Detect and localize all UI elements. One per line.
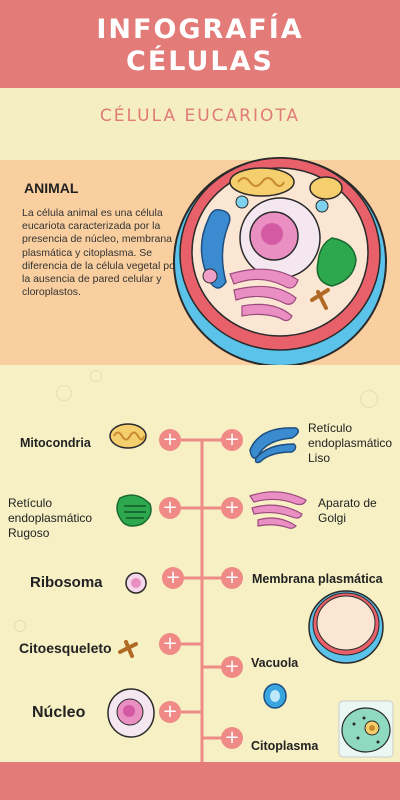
plus-button-mitocondria[interactable]: + [159,429,181,451]
plus-button-ribosoma[interactable]: + [162,567,184,589]
golgi-icon [249,491,307,529]
animal-cell-illustration [173,157,387,367]
cytoplasm-icon [338,700,394,758]
plus-button-golgi[interactable]: + [221,497,243,519]
bubble-decoration [90,370,102,382]
plus-button-reticulo-rugoso[interactable]: + [159,497,181,519]
vacuole-icon [263,683,287,709]
ribosome-icon [125,572,147,594]
plasma-membrane-icon [308,590,384,664]
label-reticulo-liso: Retículo endoplasmático Liso [308,421,393,465]
label-mitocondria: Mitocondria [20,436,91,450]
bubble-decoration [56,385,72,401]
plus-button-citoplasma[interactable]: + [221,727,243,749]
title-line-2: CÉLULAS [126,46,274,77]
footer-banner [0,762,400,800]
plus-button-citoesqueleto[interactable]: + [159,633,181,655]
label-citoesqueleto: Citoesqueleto [19,640,112,656]
label-nucleo: Núcleo [32,704,86,721]
plus-button-nucleo[interactable]: + [159,701,181,723]
header-banner [0,0,400,88]
organelles-section [0,365,400,762]
animal-description: La célula animal es una célula eucariota… [22,207,179,299]
plus-button-membrana[interactable]: + [221,567,243,589]
label-vacuola: Vacuola [251,656,299,670]
bubble-decoration [14,620,26,632]
smooth-er-icon [249,427,299,464]
bubble-decoration [360,390,378,408]
animal-heading: ANIMAL [24,180,79,196]
subtitle: CÉLULA EUCARIOTA [99,106,301,126]
label-golgi: Aparato de Golgi [318,496,377,525]
label-ribosoma: Ribosoma [30,574,103,591]
mitochondria-icon [109,423,147,449]
label-citoplasma: Citoplasma [251,739,319,753]
label-membrana: Membrana plasmática [252,572,383,586]
nucleus-icon [107,688,155,738]
subtitle-band [0,88,400,160]
cytoskeleton-icon [118,640,138,658]
label-reticulo-rugoso: Retículo endoplasmático Rugoso [8,496,93,540]
plus-button-reticulo-liso[interactable]: + [221,429,243,451]
rough-er-icon [116,494,152,527]
plus-button-vacuola[interactable]: + [221,656,243,678]
title-line-1: INFOGRAFÍA [96,14,304,45]
